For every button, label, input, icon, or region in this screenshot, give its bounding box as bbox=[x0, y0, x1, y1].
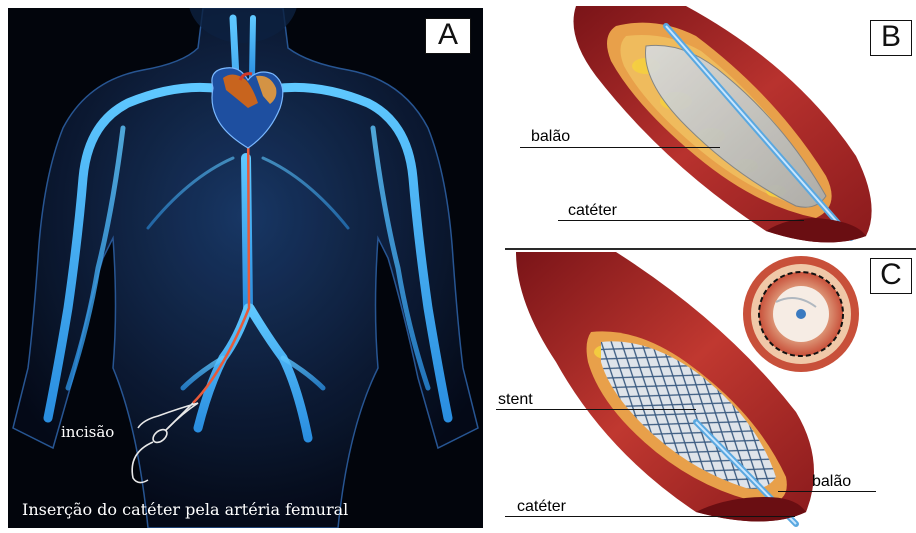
panel-divider bbox=[505, 248, 916, 250]
catheter-pointer-line-b bbox=[558, 220, 804, 221]
artery-balloon-illustration bbox=[496, 6, 914, 247]
catheter-label-b: catéter bbox=[568, 202, 617, 220]
artery-cross-section bbox=[743, 256, 859, 372]
panel-b-letter: B bbox=[870, 20, 912, 56]
balloon-label-c: balão bbox=[812, 473, 851, 491]
catheter-label-c: catéter bbox=[517, 498, 566, 516]
balloon-pointer-line-b bbox=[520, 147, 720, 148]
panel-a-body-illustration bbox=[8, 8, 483, 528]
panel-a-letter: A bbox=[425, 18, 471, 54]
catheter-pointer-line-c bbox=[505, 516, 795, 517]
balloon-label-b: balão bbox=[531, 128, 570, 146]
body-vascular-illustration bbox=[8, 8, 483, 528]
stent-pointer-line bbox=[496, 409, 696, 410]
incision-label: incisão bbox=[61, 423, 114, 441]
panel-b-balloon-illustration bbox=[496, 6, 914, 247]
panel-a-caption: Inserção do catéter pela artéria femural bbox=[22, 500, 348, 519]
balloon-pointer-line-c bbox=[778, 491, 876, 492]
panel-c-letter: C bbox=[870, 258, 912, 294]
artery-stent-illustration bbox=[496, 252, 914, 531]
panel-c-stent-illustration bbox=[496, 252, 914, 531]
stent-label: stent bbox=[498, 391, 533, 409]
